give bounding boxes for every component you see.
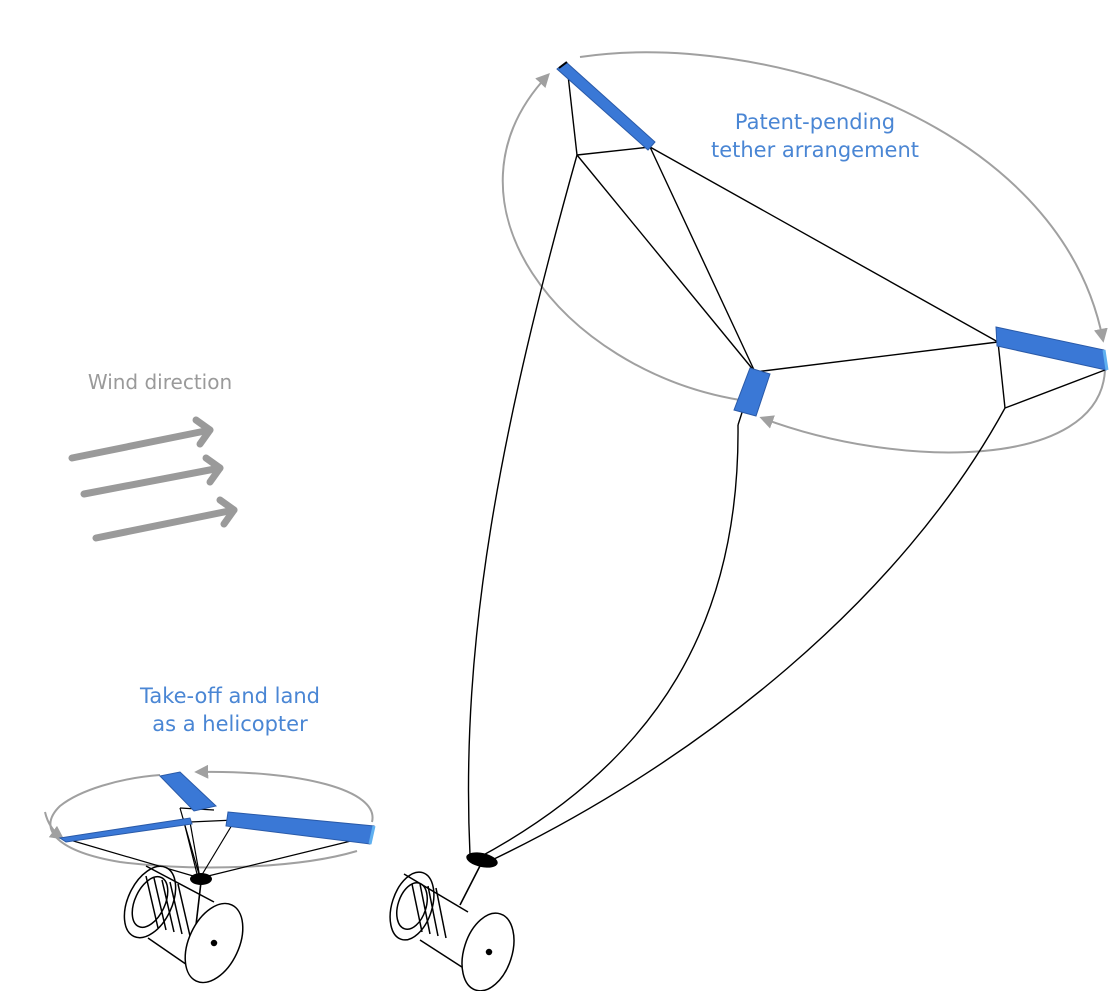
wind-direction-label: Wind direction — [87, 370, 233, 394]
ground-winch-drum — [389, 871, 515, 992]
helicopter-mode-system — [44, 764, 376, 984]
main-tethers — [467, 154, 1006, 861]
wind-arrow-2 — [80, 454, 224, 498]
helicopter-wing-1 — [159, 771, 218, 812]
helicopter-winch-drum — [123, 865, 244, 984]
tether-hub — [466, 852, 498, 868]
kite-wing-1 — [556, 61, 656, 151]
helicopter-wing-3 — [225, 811, 376, 845]
tether-label-line-2: tether arrangement — [710, 138, 920, 162]
wind-arrows — [68, 416, 238, 542]
tether-label-line-1: Patent-pending — [734, 110, 896, 134]
helicopter-tether-hub — [190, 873, 212, 885]
takeoff-label-line-1: Take-off and land — [139, 684, 321, 708]
kite-wing-2 — [733, 367, 771, 417]
wind-arrow-3 — [92, 496, 238, 542]
kite-wing-3 — [995, 326, 1109, 371]
tether-arrangement-label: Patent-pending tether arrangement — [700, 108, 930, 164]
ground-tether — [459, 861, 483, 906]
takeoff-label-line-2: as a helicopter — [152, 712, 308, 736]
helicopter-wing-2 — [58, 817, 193, 843]
takeoff-label: Take-off and land as a helicopter — [110, 682, 350, 738]
wind-arrow-1 — [68, 416, 214, 462]
rotation-orbit-arrow — [501, 51, 1108, 454]
flying-kite-system — [389, 51, 1109, 992]
helicopter-rotation-orbit — [44, 764, 374, 869]
helicopter-ground-tether — [195, 881, 202, 926]
